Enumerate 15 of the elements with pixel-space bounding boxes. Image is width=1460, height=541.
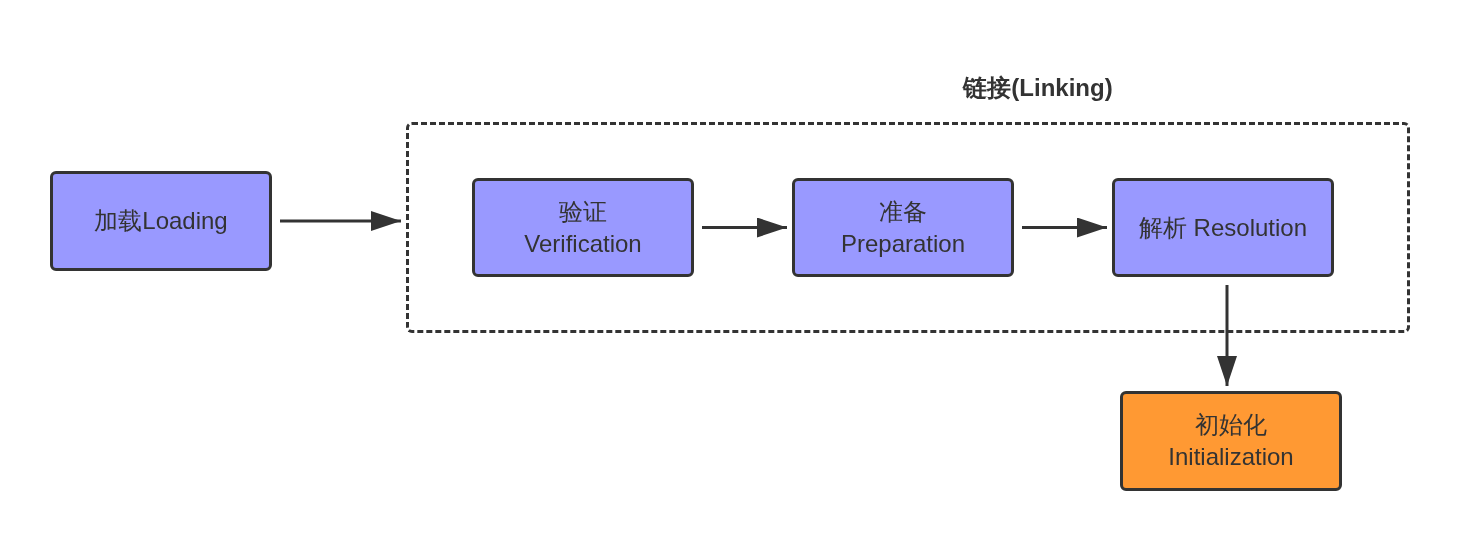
arrow bbox=[1217, 285, 1237, 386]
box-label: 解析 Resolution bbox=[1138, 212, 1308, 243]
box-label: 验证 Verification bbox=[523, 196, 643, 259]
process-box bbox=[792, 178, 1014, 277]
process-box bbox=[50, 171, 272, 271]
box-label: 初始化 Initialization bbox=[1167, 410, 1295, 472]
process-box bbox=[1112, 178, 1334, 277]
box-label: 准备 Preparation bbox=[839, 196, 967, 259]
box-label: 加载Loading bbox=[94, 206, 228, 236]
process-box bbox=[1120, 391, 1342, 491]
group-heading: 链接(Linking) bbox=[963, 76, 1113, 100]
arrow bbox=[702, 217, 787, 238]
arrow bbox=[280, 211, 401, 231]
process-box bbox=[472, 178, 694, 277]
arrow bbox=[1022, 217, 1107, 238]
